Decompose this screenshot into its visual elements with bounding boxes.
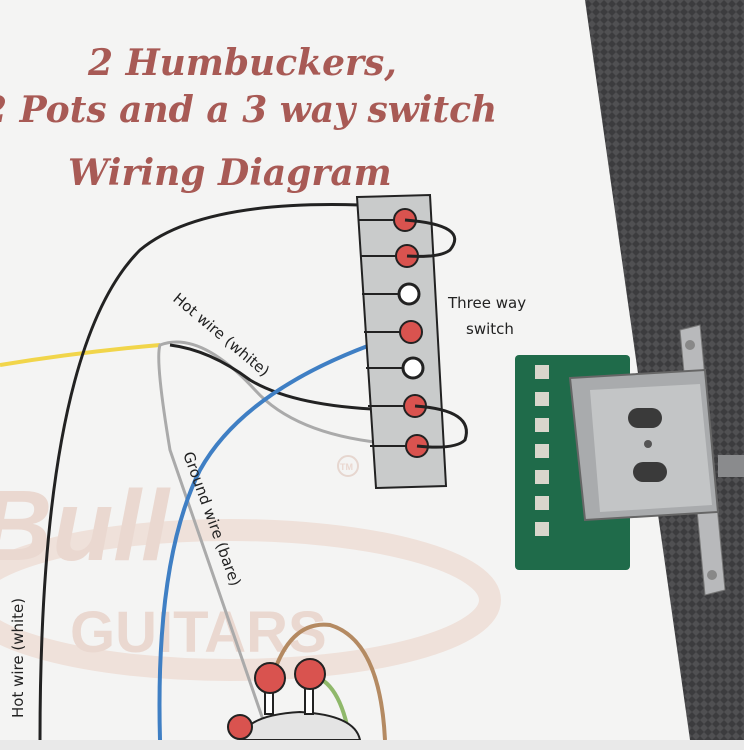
potentiometer [227, 658, 362, 740]
physical-three-way-switch [515, 324, 744, 596]
yellow-wire [0, 343, 161, 367]
watermark-tm: TM [340, 462, 353, 472]
title-line-1: 2 Humbuckers, [87, 42, 397, 84]
ground-wire [157, 340, 411, 740]
hot-wire-label-left: Hot wire (white) [9, 598, 27, 718]
switch-label-line-2: switch [466, 320, 514, 338]
title-line-3: Wiring Diagram [68, 152, 392, 194]
lug-4 [399, 320, 423, 344]
watermark-brand: Bull [0, 470, 171, 582]
bottom-border [0, 740, 744, 750]
blue-wire [157, 328, 416, 740]
black-wire-hot [169, 343, 411, 412]
title-line-2: 2 Pots and a 3 way switch [0, 89, 497, 131]
brown-wire [270, 622, 387, 740]
watermark: Bull GUITARS TM [0, 455, 501, 681]
lug-5 [401, 356, 425, 380]
watermark-sub: GUITARS [70, 600, 327, 665]
switch-diagram [355, 193, 468, 490]
black-wire-left [38, 203, 361, 740]
switch-label-line-1: Three way [447, 294, 526, 312]
lug-3 [397, 282, 421, 306]
